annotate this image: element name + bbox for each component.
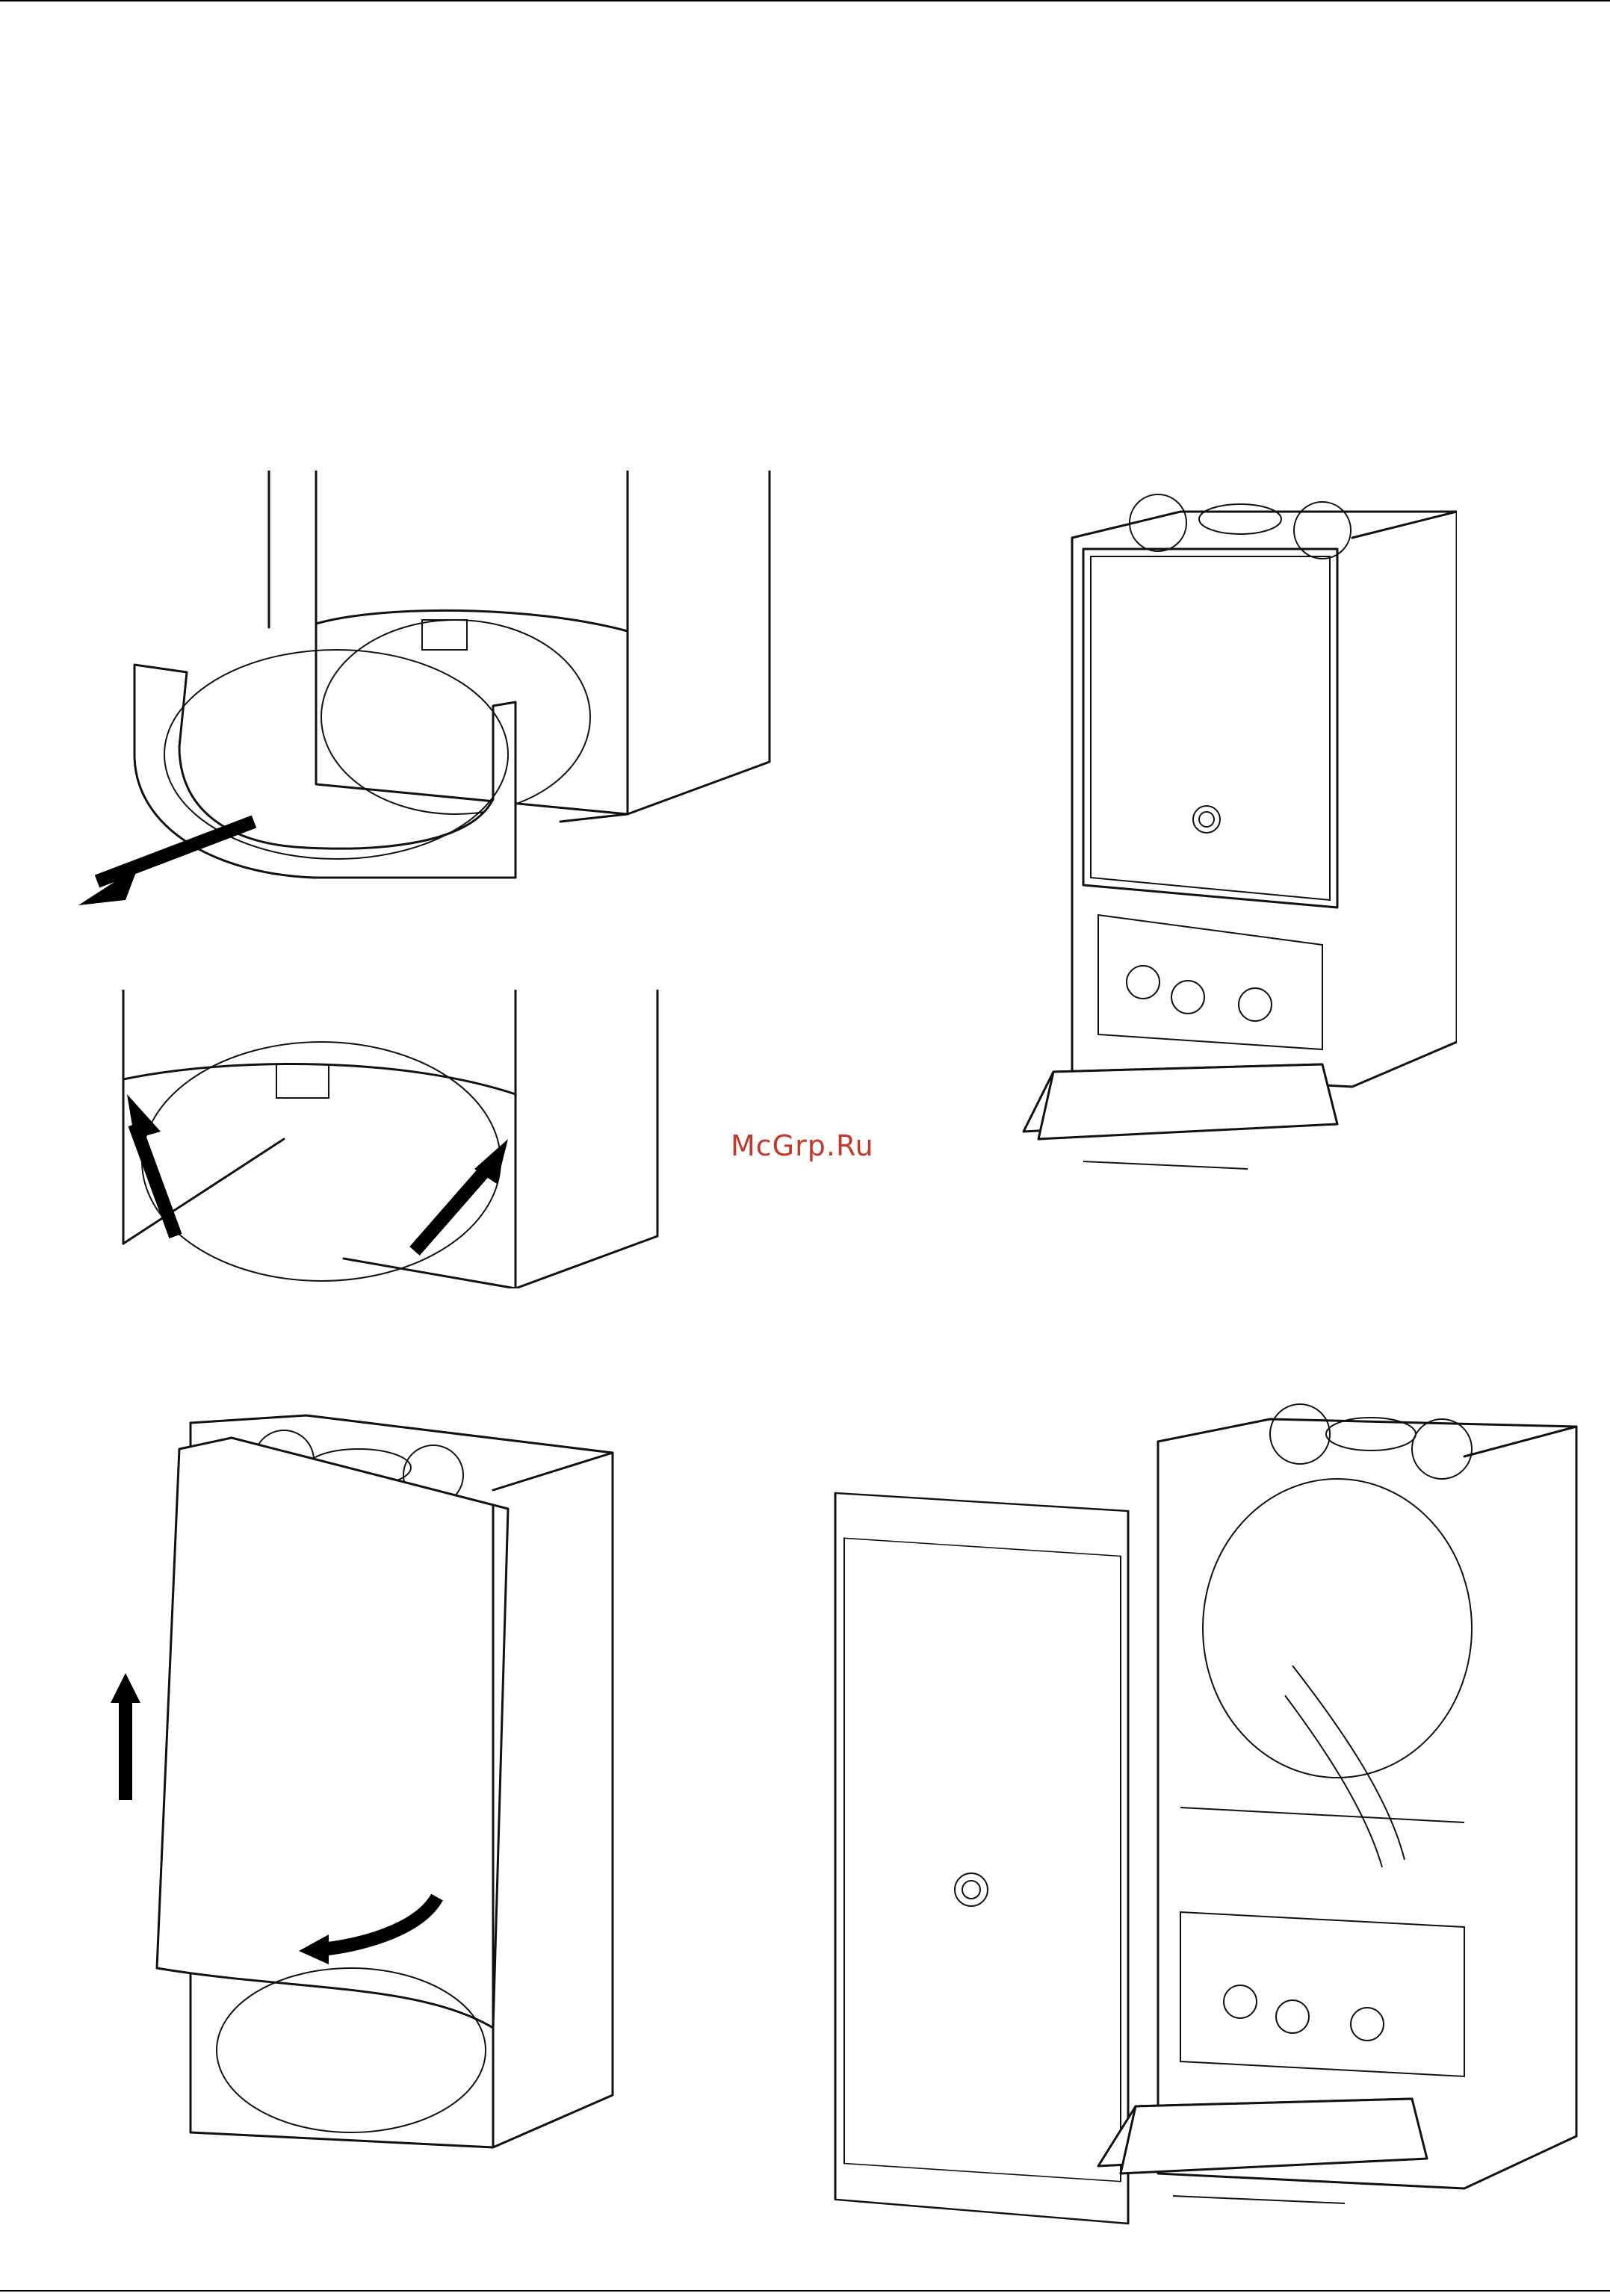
figure-front-panel-removed-drawing <box>822 1382 1591 2226</box>
figure-lift-front-panel <box>105 1408 628 2162</box>
figure-release-clips <box>120 990 665 1288</box>
top-rule <box>0 0 1610 1</box>
figure-front-panel-removed <box>822 1382 1591 2226</box>
watermark: McGrp.Ru <box>731 1129 874 1162</box>
figure-remove-lower-cover <box>67 471 784 919</box>
figure-remove-lower-cover-drawing <box>67 471 784 919</box>
bottom-rule <box>0 2290 1610 2292</box>
figure-release-clips-drawing <box>120 990 665 1288</box>
figure-open-control-panel-drawing <box>1009 467 1457 1214</box>
figure-lift-front-panel-drawing <box>105 1408 628 2162</box>
figure-open-control-panel <box>1009 467 1457 1214</box>
